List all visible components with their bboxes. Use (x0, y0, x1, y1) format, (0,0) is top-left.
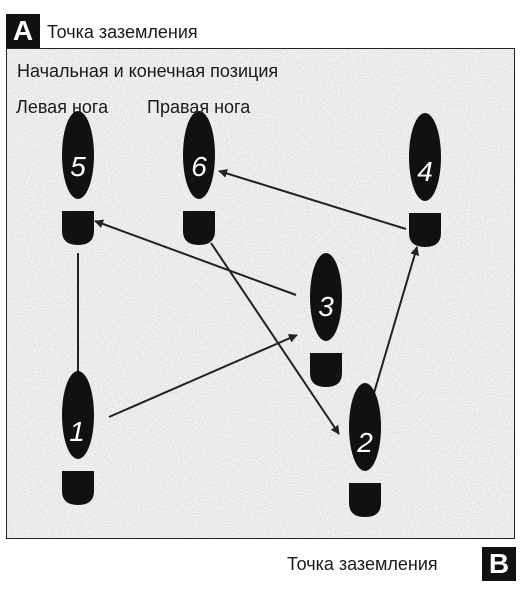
start-end-position-label: Начальная и конечная позиция (17, 61, 279, 81)
arrow-2-to-4 (373, 246, 420, 394)
floor-diagram (7, 49, 514, 538)
arrow-6-to-2 (210, 242, 340, 435)
arrow-3-to-5 (94, 219, 297, 296)
step-arrows (73, 169, 420, 435)
arrow-1-to-3 (108, 334, 298, 418)
corner-b-marker: B (482, 547, 516, 581)
dance-floor: Начальная и конечная позиция Левая нога … (6, 48, 515, 539)
left-foot-label: Левая нога (16, 97, 109, 117)
corner-a-marker: A (6, 14, 40, 48)
step-number-4: 4 (417, 156, 433, 187)
bottom-grounding-label: Точка заземления (287, 554, 438, 574)
step-number-3: 3 (318, 291, 334, 322)
step-number-2: 2 (357, 427, 373, 458)
step-number-5: 5 (70, 151, 86, 182)
arrow-4-to-6 (218, 169, 407, 230)
step-number-1: 1 (69, 416, 85, 447)
step-number-6: 6 (191, 151, 207, 182)
top-grounding-label: Точка заземления (47, 22, 198, 42)
right-foot-label: Правая нога (147, 97, 251, 117)
